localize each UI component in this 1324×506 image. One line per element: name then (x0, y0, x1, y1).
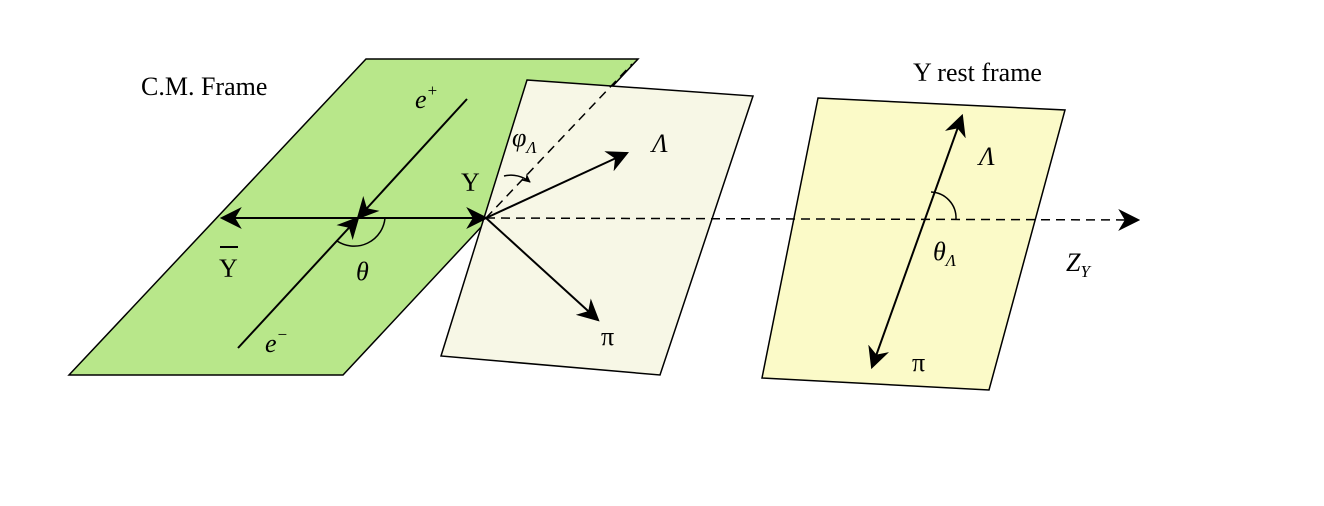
e-minus-arrow (237, 216, 360, 349)
e-minus-label: e− (265, 325, 288, 358)
lambda-decay-arrow (485, 151, 629, 219)
z-axis-dashed-line (485, 208, 1141, 231)
decay-plane (440, 79, 755, 376)
hyperon-label: Υ (461, 168, 480, 197)
anti-hyperon-label: Υ (219, 246, 238, 283)
pi-decay-arrow (485, 217, 600, 322)
theta-lambda-label: θΛ (933, 237, 957, 270)
pi-decay-label: π (601, 322, 614, 351)
phi-lambda-label: φΛ (512, 123, 537, 157)
phi-angle-arc (503, 173, 531, 183)
lambda-decay-label: Λ (649, 129, 668, 158)
e-plus-label: e+ (415, 81, 438, 114)
theta-angle-arc (336, 217, 386, 247)
svg-text:Υ: Υ (219, 254, 238, 283)
theta-lambda-angle-arc (930, 191, 957, 220)
e-plus-arrow (356, 98, 468, 220)
lambda-rest-label: Λ (976, 142, 995, 171)
rest-frame-plane (761, 97, 1066, 391)
cm-frame-label: C.M. Frame (141, 72, 267, 101)
theta-label: θ (356, 257, 369, 286)
pi-rest-label: π (912, 348, 925, 377)
rest-frame-decay-axis-arrow (868, 113, 966, 370)
z-axis-label: ZY (1066, 248, 1091, 281)
phi-reference-dashed-line (485, 63, 633, 219)
rest-frame-label: Υ rest frame (913, 58, 1042, 87)
